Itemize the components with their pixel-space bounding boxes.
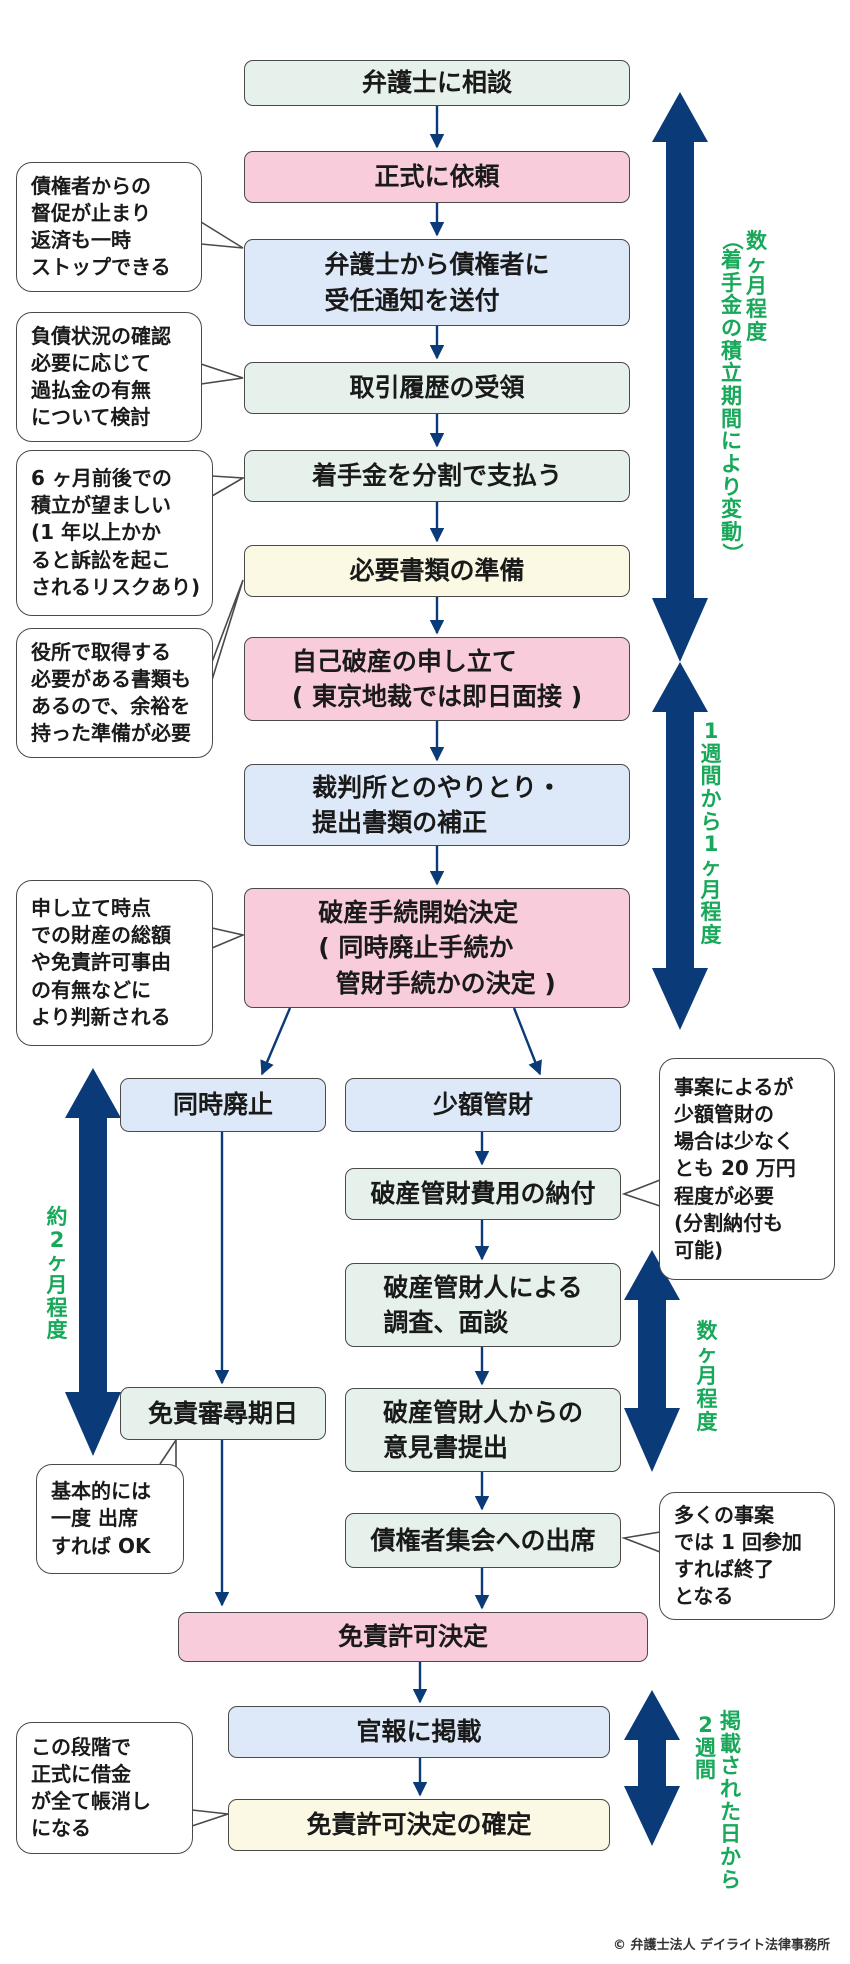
step-consult: 弁護士に相談 <box>244 60 630 106</box>
step-small-administration: 少額管財 <box>345 1078 621 1132</box>
duration-label-5-b: 掲載された日から <box>720 1709 741 1892</box>
callout-tail-n1 <box>200 221 244 249</box>
step-discharge-decision: 免責許可決定 <box>178 1612 648 1662</box>
step-trustee-opinion: 破産管財人からの 意見書提出 <box>345 1388 621 1472</box>
duration-arrow-3 <box>65 1068 121 1456</box>
note-hearing-once: 基本的には 一度 出席 すれば OK <box>36 1464 184 1574</box>
step-simultaneous-abolition: 同時廃止 <box>120 1078 326 1132</box>
callout-tail-n8 <box>620 1531 661 1553</box>
callout-tail-n7 <box>159 1437 177 1470</box>
note-debt-review: 負債状況の確認 必要に応じて 過払金の有無 について検討 <box>16 312 202 442</box>
duration-label-1-sub: （着手金の積立期間により変動） <box>719 228 744 564</box>
callout-tail-n6 <box>621 1179 661 1207</box>
step-request: 正式に依頼 <box>244 151 630 203</box>
duration-label-1-main: 数ヶ月程度 <box>746 229 767 344</box>
step-history: 取引履歴の受領 <box>244 362 630 414</box>
note-documents-prep: 役所で取得する 必要がある書類も あるので、余裕を 持った準備が必要 <box>16 628 213 758</box>
note-debt-cleared: この段階で 正式に借金 が全て帳消し になる <box>16 1722 193 1854</box>
step-official-gazette: 官報に掲載 <box>228 1706 610 1758</box>
note-savings-period: 6 ヶ月前後での 積立が望ましい (1 年以上かか ると訴訟を起こ されるリスク… <box>16 450 213 616</box>
note-decision-basis: 申し立て時点 での財産の総額 や免責許可事由 の有無などに より判新される <box>16 880 213 1046</box>
note-admin-fee: 事案によるが 少額管財の 場合は少なく とも 20 万円 程度が必要 (分割納付… <box>659 1058 835 1280</box>
step-notice: 弁護士から債権者に 受任通知を送付 <box>244 239 630 326</box>
arrow-decision-to-small <box>512 1007 542 1076</box>
arrow-decision-to-simultaneous <box>260 1007 292 1076</box>
duration-label-1: 数ヶ月程度 （着手金の積立期間により変動） <box>714 228 774 564</box>
duration-arrow-5 <box>624 1690 680 1846</box>
step-fee: 着手金を分割で支払う <box>244 450 630 502</box>
callout-tail-n3 <box>211 475 246 497</box>
duration-label-4-text: 数ヶ月程度 <box>696 1319 718 1434</box>
step-court: 裁判所とのやりとり・ 提出書類の補正 <box>244 764 630 846</box>
duration-arrow-2 <box>652 662 708 1030</box>
step-decision: 破産手続開始決定 ( 同時廃止手続か 管財手続かの決定 ) <box>244 888 630 1008</box>
step-admin-fee-payment: 破産管財費用の納付 <box>345 1168 621 1220</box>
step-documents: 必要書類の準備 <box>244 545 630 597</box>
duration-arrow-1 <box>652 92 708 662</box>
step-petition: 自己破産の申し立て ( 東京地裁では即日面接 ) <box>244 637 630 721</box>
duration-arrow-4 <box>624 1250 680 1472</box>
callout-tail-n4 <box>211 579 244 681</box>
callout-tail-n5 <box>211 927 246 949</box>
step-creditors-meeting: 債権者集会への出席 <box>345 1513 621 1568</box>
note-collection-stops: 債権者からの 督促が止まり 返済も一時 ストップできる <box>16 162 202 292</box>
note-meeting-once: 多くの事案 では 1 回参加 すれば終了 となる <box>659 1492 835 1620</box>
callout-tail-n9 <box>191 1809 229 1827</box>
step-discharge-final: 免責許可決定の確定 <box>228 1799 610 1851</box>
step-trustee-investigation: 破産管財人による 調査、面談 <box>345 1263 621 1347</box>
copyright-notice: © 弁護士法人 デイライト法律事務所 <box>612 1938 830 1953</box>
step-discharge-hearing: 免責審尋期日 <box>120 1387 326 1440</box>
duration-label-4: 数ヶ月程度 <box>692 1320 722 1433</box>
callout-tail-n2 <box>200 363 244 385</box>
